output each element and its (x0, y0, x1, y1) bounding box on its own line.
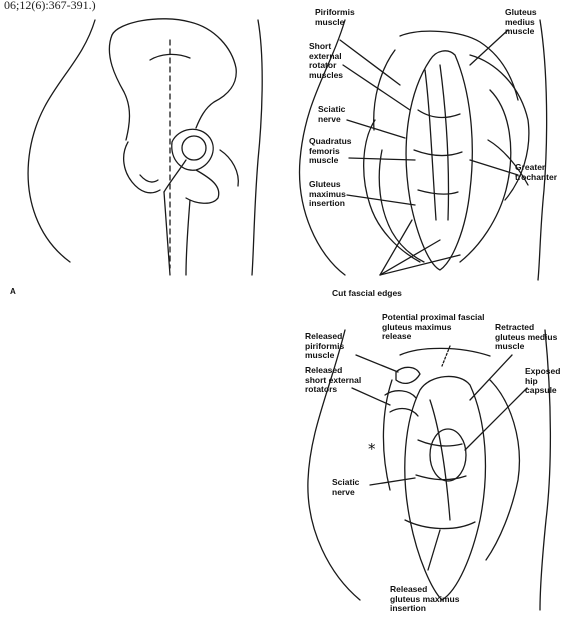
greater-trochanter-a (186, 170, 219, 203)
incision-outline-c (405, 376, 486, 600)
label-quadratus-femoris: Quadratus femoris muscle (309, 137, 352, 166)
label-piriformis-muscle: Piriformis muscle (315, 8, 355, 27)
panel-a-hip-skeleton (28, 19, 262, 275)
released-rotators (385, 391, 416, 398)
ilium-posterior (109, 35, 129, 140)
thigh-contour-b (538, 20, 547, 280)
fascial-flap-right (460, 90, 511, 262)
incision-outline-b (406, 51, 472, 270)
iliac-wing (112, 19, 236, 128)
fascial-flap-left (364, 120, 420, 262)
acetabulum (172, 129, 213, 170)
label-gluteus-maximus-insertion: Gluteus maximus insertion (309, 180, 346, 209)
label-sciatic-nerve-c: Sciatic nerve (332, 478, 359, 497)
label-short-external-rotators: Short external rotator muscles (309, 42, 343, 80)
femur-shaft (164, 192, 170, 275)
label-greater-trochanter: Greater trochanter (515, 163, 557, 182)
label-sciatic-nerve-b: Sciatic nerve (318, 105, 345, 124)
label-released-piriformis: Released piriformis muscle (305, 332, 344, 361)
label-cut-fascial-edges: Cut fascial edges (332, 289, 402, 299)
label-retracted-gluteus-medius: Retracted gluteus medius muscle (495, 323, 557, 352)
label-proximal-fascial-release: Potential proximal fascial gluteus maxim… (382, 313, 485, 342)
hip-capsule (430, 429, 466, 481)
ischium (124, 142, 160, 193)
figure-caption: 06;12(6):367-391.) (4, 0, 96, 13)
femoral-head (182, 136, 206, 160)
released-piriformis-stump (396, 367, 420, 383)
asterisk-marker: * (368, 440, 376, 458)
buttock-contour-a (28, 20, 95, 262)
thigh-contour-a (252, 20, 262, 275)
label-gluteus-medius: Gluteus medius muscle (505, 8, 537, 37)
panel-letter-a: A (10, 287, 16, 296)
femoral-neck (164, 160, 186, 192)
label-exposed-hip-capsule: Exposed hip capsule (525, 367, 560, 396)
label-released-gluteus-insertion: Released gluteus maximus insertion (390, 585, 459, 614)
label-released-short-rotators: Released short external rotators (305, 366, 361, 395)
